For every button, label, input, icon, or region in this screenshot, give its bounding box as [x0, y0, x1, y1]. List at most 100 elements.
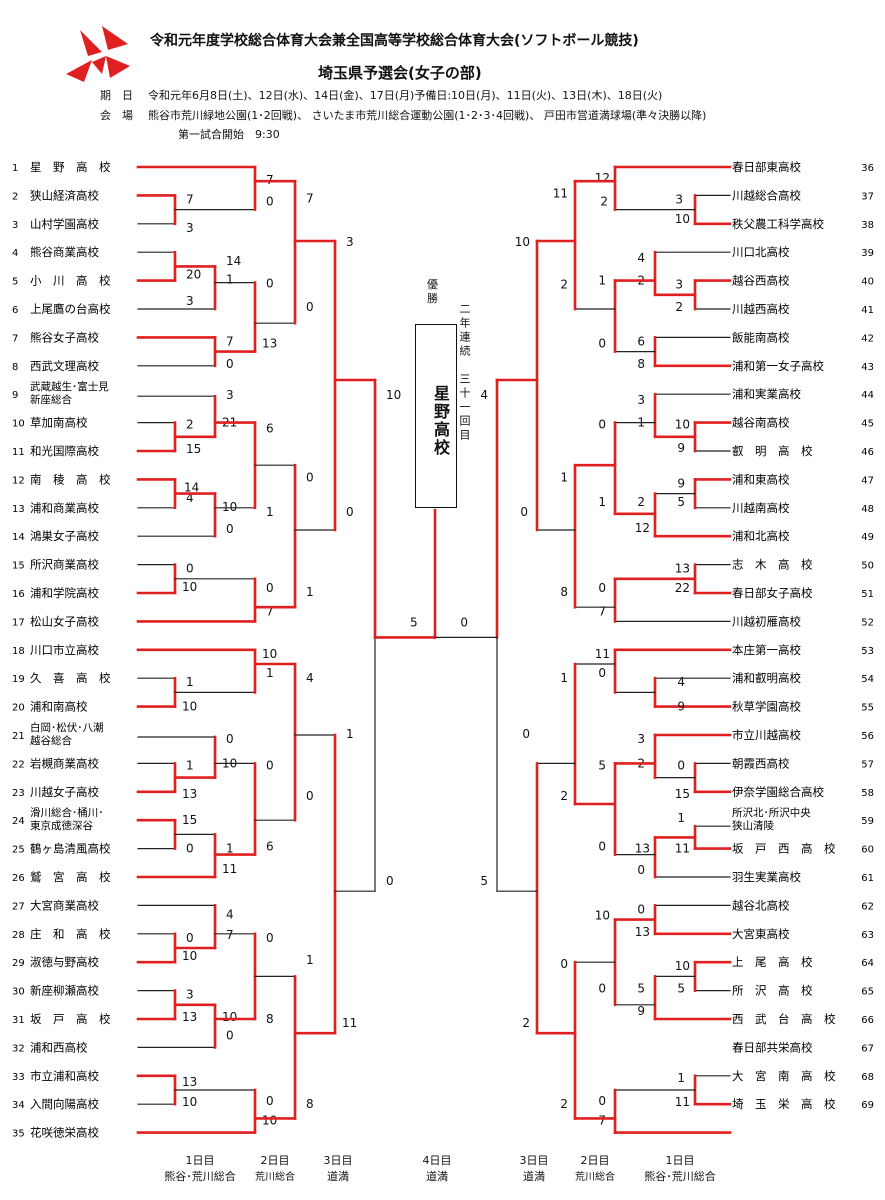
team-name: 星 野 高 校	[30, 160, 111, 174]
team-name: 浦和実業高校	[732, 387, 801, 401]
score-label: 1	[186, 758, 194, 772]
team-entry: 12 南 稜 高 校	[12, 472, 111, 486]
team-name: 所沢商業高校	[30, 558, 99, 572]
score-label: 6	[266, 422, 274, 436]
team-name: 大 宮 南 高 校	[732, 1069, 836, 1083]
footer-venue-label: 道満	[426, 1170, 448, 1183]
team-number: 52	[861, 617, 874, 628]
score-label: 9	[677, 476, 685, 490]
score-label: 1	[226, 273, 234, 287]
team-name: 南 稜 高 校	[30, 472, 111, 486]
footer-day1-right: 1日目熊谷･荒川総合	[640, 1152, 720, 1184]
score-label: 7	[598, 604, 606, 618]
score-label: 0	[266, 581, 274, 595]
score-label: 2	[675, 300, 683, 314]
team-number: 5	[12, 277, 18, 288]
team-number: 64	[861, 958, 874, 969]
score-label: 0	[186, 842, 194, 856]
team-number: 45	[861, 419, 874, 430]
score-label: 4	[637, 251, 645, 265]
team-name: 大宮東高校	[732, 927, 790, 941]
team-number: 36	[861, 163, 874, 174]
score-label: 5	[598, 758, 606, 772]
score-label: 10	[222, 1010, 237, 1024]
team-name: 春日部女子高校	[732, 586, 813, 600]
team-entry: 50志 木 高 校	[732, 558, 874, 572]
team-name: 浦和第一女子高校	[732, 359, 824, 373]
score-label: 11	[553, 186, 568, 200]
team-name: 西 武 台 高 校	[732, 1012, 836, 1026]
score-label: 1	[266, 666, 274, 680]
team-number: 27	[12, 901, 25, 912]
score-label: 15	[675, 787, 690, 801]
team-entry: 44 浦和実業高校	[732, 387, 874, 401]
team-number: 30	[12, 987, 25, 998]
score-label: 4	[677, 675, 685, 689]
team-number: 37	[861, 191, 874, 202]
team-entry: 69埼 玉 栄 高 校	[732, 1097, 874, 1111]
score-label: 20	[186, 268, 201, 282]
team-name: 川口北高校	[732, 245, 790, 259]
dates-label: 期 日	[100, 89, 133, 102]
team-number: 50	[861, 561, 874, 572]
team-number: 53	[861, 646, 874, 657]
score-label: 3	[637, 393, 645, 407]
footer-day-label: 3日目	[519, 1154, 549, 1167]
score-label: 14	[226, 254, 241, 268]
score-label: 0	[306, 470, 314, 484]
team-number: 33	[12, 1072, 25, 1083]
score-label: 0	[598, 840, 606, 854]
footer-day-label: 1日目	[665, 1154, 695, 1167]
score-label: 0	[226, 732, 234, 746]
team-number: 2	[12, 191, 18, 202]
team-name: 庄 和 高 校	[30, 927, 111, 941]
team-number: 55	[861, 703, 874, 714]
team-number: 44	[861, 390, 874, 401]
score-label: 0	[560, 957, 568, 971]
team-name: 浦和商業高校	[30, 501, 99, 515]
score-label: 13	[182, 1075, 197, 1089]
score-label: 11	[222, 862, 237, 876]
score-label: 4	[186, 491, 194, 505]
team-number: 12	[12, 475, 25, 486]
score-label: 1	[560, 470, 568, 484]
team-name: 川越西高校	[732, 302, 790, 316]
team-name: 伊奈学園総合高校	[732, 785, 824, 799]
score-label: 0	[226, 1028, 234, 1042]
team-number: 21	[12, 731, 25, 742]
score-label: 0	[520, 505, 528, 519]
team-number: 58	[861, 788, 874, 799]
score-label: 0	[637, 863, 645, 877]
team-number: 46	[861, 447, 874, 458]
score-label: 15	[186, 442, 201, 456]
team-name: 浦和学院高校	[30, 586, 99, 600]
score-label: 1	[346, 727, 354, 741]
team-name: 武蔵越生･富士見	[30, 380, 109, 393]
score-label: 7	[226, 928, 234, 942]
score-label: 10	[222, 500, 237, 514]
team-name: 熊谷商業高校	[30, 245, 99, 259]
team-name: 埼 玉 栄 高 校	[732, 1097, 836, 1111]
team-name: 和光国際高校	[30, 444, 99, 458]
team-name: 越谷総合	[30, 734, 72, 747]
team-name: 春日部東高校	[732, 160, 801, 174]
